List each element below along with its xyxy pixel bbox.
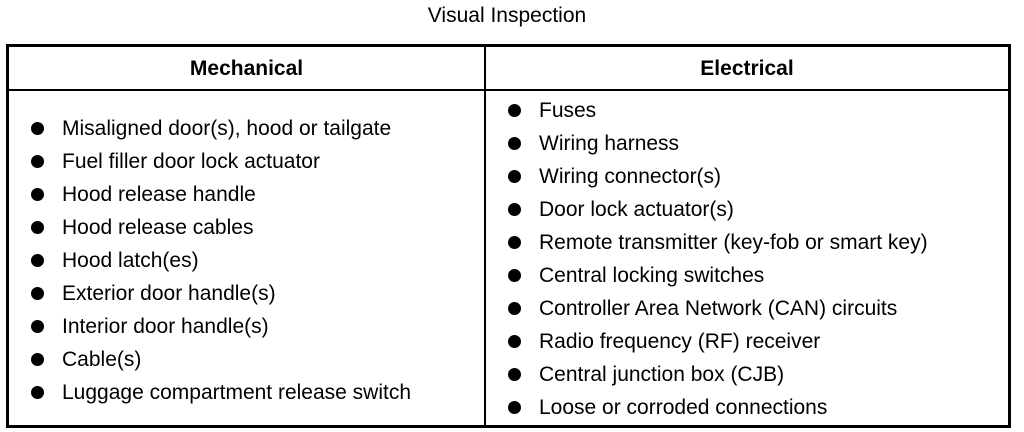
bullet-icon — [31, 221, 44, 234]
bullet-icon — [31, 353, 44, 366]
list-item-text: Interior door handle(s) — [62, 315, 269, 338]
bullet-icon — [508, 137, 521, 150]
list-item: Cable(s) — [9, 343, 484, 376]
list-item: Misaligned door(s), hood or tailgate — [9, 112, 484, 145]
list-item-text: Misaligned door(s), hood or tailgate — [62, 117, 392, 140]
list-item: Remote transmitter (key-fob or smart key… — [486, 226, 1008, 259]
list-item-text: Remote transmitter (key-fob or smart key… — [539, 231, 928, 254]
list-item-text: Central junction box (CJB) — [539, 363, 785, 386]
list-item-text: Hood release cables — [62, 216, 254, 239]
list-item-text: Fuses — [539, 99, 597, 122]
list-item: Radio frequency (RF) receiver — [486, 325, 1008, 358]
bullet-icon — [508, 203, 521, 216]
list-item: Controller Area Network (CAN) circuits — [486, 292, 1008, 325]
list-item-text: Fuel filler door lock actuator — [62, 150, 320, 173]
bullet-icon — [508, 170, 521, 183]
bullet-icon — [31, 287, 44, 300]
list-item: Fuel filler door lock actuator — [9, 145, 484, 178]
bullet-icon — [508, 368, 521, 381]
bullet-icon — [31, 188, 44, 201]
bullet-icon — [508, 335, 521, 348]
bullet-icon — [31, 155, 44, 168]
list-item-text: Luggage compartment release switch — [62, 381, 412, 404]
list-item-text: Radio frequency (RF) receiver — [539, 330, 821, 353]
list-item: Hood release cables — [9, 211, 484, 244]
list-item: Fuses — [486, 94, 1008, 127]
list-item: Wiring connector(s) — [486, 160, 1008, 193]
list-item: Interior door handle(s) — [9, 310, 484, 343]
mechanical-header: Mechanical — [189, 57, 304, 80]
list-item-text: Wiring connector(s) — [539, 165, 722, 188]
bullet-icon — [508, 236, 521, 249]
list-item-text: Wiring harness — [539, 132, 680, 155]
inspection-table: Mechanical Electrical Misaligned door(s)… — [6, 44, 1011, 428]
bullet-icon — [508, 302, 521, 315]
list-item: Wiring harness — [486, 127, 1008, 160]
electrical-header: Electrical — [700, 57, 794, 80]
table-header-row: Mechanical Electrical — [9, 47, 1008, 91]
list-item: Luggage compartment release switch — [9, 376, 484, 409]
list-item-text: Hood latch(es) — [62, 249, 199, 272]
list-item: Exterior door handle(s) — [9, 277, 484, 310]
list-item-text: Hood release handle — [62, 183, 256, 206]
list-item-text: Door lock actuator(s) — [539, 198, 734, 221]
list-item: Central junction box (CJB) — [486, 358, 1008, 391]
column-divider — [484, 47, 486, 425]
list-item: Hood latch(es) — [9, 244, 484, 277]
list-item: Central locking switches — [486, 259, 1008, 292]
bullet-icon — [508, 104, 521, 117]
bullet-icon — [508, 269, 521, 282]
list-item-text: Cable(s) — [62, 348, 142, 371]
bullet-icon — [31, 320, 44, 333]
list-item-text: Controller Area Network (CAN) circuits — [539, 297, 898, 320]
bullet-icon — [508, 401, 521, 414]
bullet-icon — [31, 122, 44, 135]
list-item: Door lock actuator(s) — [486, 193, 1008, 226]
list-item: Hood release handle — [9, 178, 484, 211]
list-item-text: Central locking switches — [539, 264, 765, 287]
list-item: Loose or corroded connections — [486, 391, 1008, 424]
list-item-text: Loose or corroded connections — [539, 396, 828, 419]
list-item-text: Exterior door handle(s) — [62, 282, 276, 305]
bullet-icon — [31, 386, 44, 399]
bullet-icon — [31, 254, 44, 267]
page-title: Visual Inspection — [427, 4, 587, 27]
